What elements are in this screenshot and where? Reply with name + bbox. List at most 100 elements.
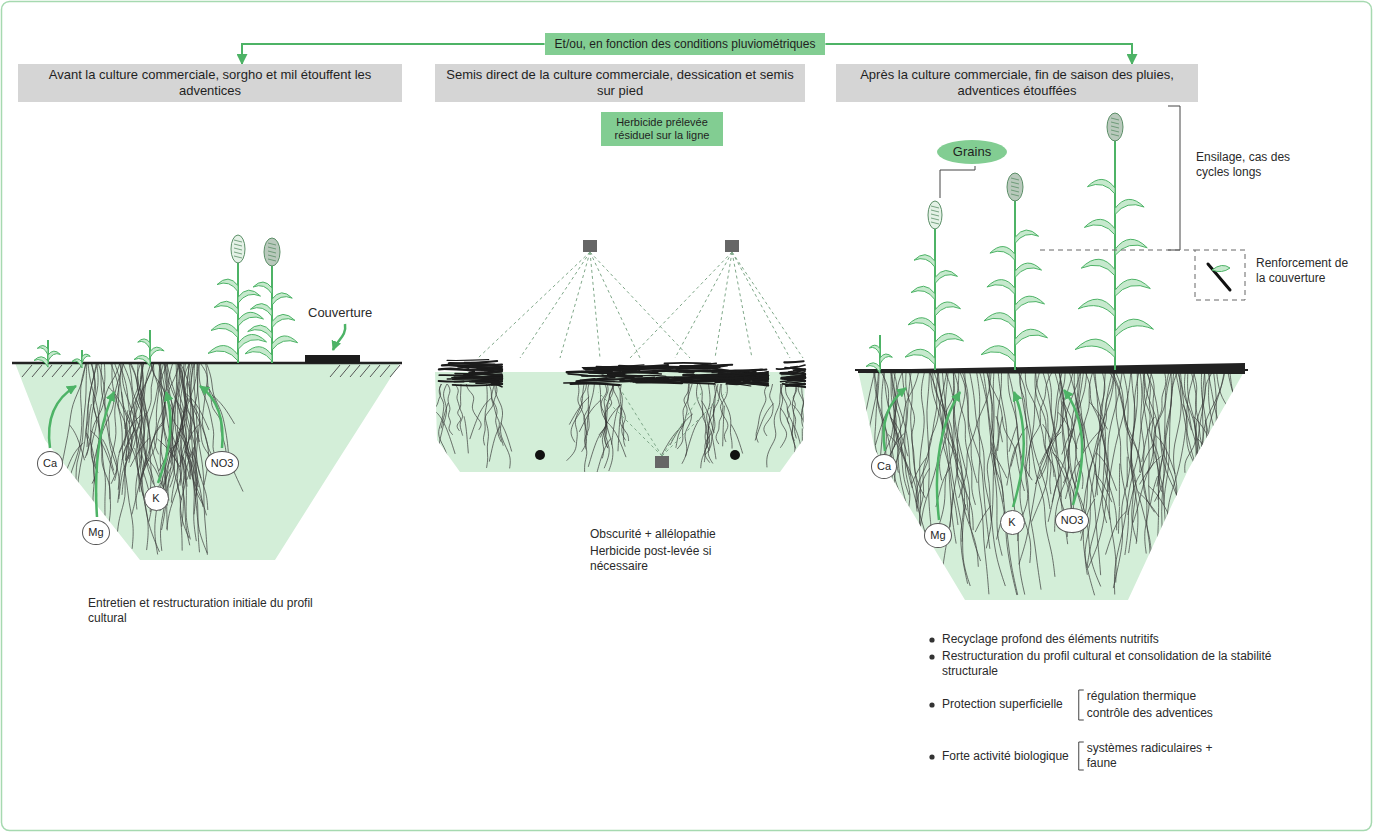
spray-line bbox=[590, 252, 690, 358]
nutrient-circle: NO3 bbox=[205, 451, 240, 476]
soil-profile bbox=[15, 363, 400, 560]
leaf bbox=[1081, 259, 1115, 276]
root bbox=[432, 384, 441, 425]
nutrient-uptake-arrow bbox=[884, 388, 906, 451]
straw bbox=[672, 377, 727, 379]
root bbox=[144, 424, 162, 466]
leaf bbox=[48, 351, 60, 361]
root bbox=[919, 372, 925, 550]
root bbox=[843, 372, 875, 524]
root bbox=[780, 408, 795, 448]
soil-profile bbox=[435, 372, 805, 472]
hatch-line bbox=[32, 365, 42, 377]
root bbox=[115, 363, 144, 477]
grain-head bbox=[1007, 173, 1023, 201]
root bbox=[670, 414, 693, 445]
annotation-label: régulation thermique bbox=[1087, 689, 1196, 704]
root bbox=[447, 384, 452, 435]
ground-hatch bbox=[22, 365, 82, 377]
leaf bbox=[987, 280, 1015, 295]
soil-profile bbox=[858, 370, 1245, 600]
straw bbox=[788, 378, 805, 380]
straw bbox=[740, 373, 768, 375]
annotation-label: Recyclage profond des éléments nutritifs bbox=[942, 632, 1159, 647]
node-text: Mg bbox=[930, 529, 945, 542]
leaf bbox=[238, 290, 261, 303]
root bbox=[50, 363, 85, 529]
nutrient-circle: Ca bbox=[871, 454, 897, 479]
straw bbox=[791, 365, 805, 367]
root bbox=[1180, 372, 1223, 558]
straw bbox=[781, 377, 805, 378]
grain-mark bbox=[234, 240, 242, 242]
bullet bbox=[929, 754, 934, 759]
straw bbox=[571, 383, 620, 385]
leaf bbox=[869, 345, 880, 354]
root bbox=[186, 393, 209, 430]
grain-mark bbox=[1011, 178, 1019, 180]
hatch-line bbox=[340, 365, 350, 377]
root bbox=[1119, 463, 1120, 506]
straw bbox=[447, 359, 489, 361]
hatch-line bbox=[370, 365, 380, 377]
leaf bbox=[1115, 279, 1150, 296]
ground-hatch bbox=[330, 365, 400, 377]
leaf bbox=[1084, 219, 1115, 235]
straw bbox=[782, 373, 805, 375]
straw bbox=[449, 363, 495, 364]
root-system bbox=[50, 363, 243, 555]
leaf bbox=[880, 354, 892, 364]
leaf bbox=[981, 346, 1015, 363]
root-system bbox=[567, 384, 629, 475]
root bbox=[180, 363, 184, 527]
root bbox=[862, 372, 884, 593]
root bbox=[111, 363, 144, 484]
straw bbox=[683, 375, 701, 377]
node-text: Herbicide prélevée résiduel sur la ligne bbox=[607, 116, 717, 142]
leaf bbox=[34, 357, 48, 367]
cover-arrow bbox=[333, 324, 345, 350]
nutrient-circle: Ca bbox=[37, 451, 63, 476]
leaf bbox=[272, 336, 298, 350]
root bbox=[584, 384, 589, 435]
root bbox=[193, 363, 197, 496]
straw bbox=[582, 374, 626, 376]
cut-leaf bbox=[1212, 265, 1230, 271]
leaf bbox=[245, 347, 272, 361]
grain-mark bbox=[268, 259, 276, 261]
seed-dot bbox=[730, 450, 740, 460]
flow-connector bbox=[242, 44, 545, 64]
root bbox=[902, 372, 910, 536]
herbicide-spray bbox=[478, 252, 690, 358]
root bbox=[199, 363, 216, 459]
root bbox=[483, 384, 496, 445]
grain-mark bbox=[1011, 194, 1019, 196]
text-box: Semis direct de la culture commerciale, … bbox=[435, 64, 805, 102]
grain-mark bbox=[268, 251, 276, 253]
node-text: K bbox=[152, 492, 159, 505]
root bbox=[780, 384, 794, 441]
root bbox=[122, 363, 148, 550]
nutrient-uptake-arrow bbox=[1013, 392, 1024, 507]
leaf bbox=[214, 301, 238, 315]
leaf bbox=[82, 354, 90, 363]
grain-mark bbox=[234, 252, 242, 254]
straw bbox=[756, 378, 768, 380]
root bbox=[439, 384, 448, 457]
annotation-label: Herbicide post-levée si nécessaire bbox=[590, 544, 714, 574]
root bbox=[596, 438, 611, 475]
leaf bbox=[250, 304, 272, 317]
leaf bbox=[1015, 329, 1048, 345]
leaf bbox=[208, 346, 238, 361]
leaf bbox=[37, 346, 48, 355]
root bbox=[85, 363, 120, 458]
spray-line bbox=[732, 252, 803, 358]
root-system bbox=[432, 384, 511, 468]
node-text: Ca bbox=[43, 457, 57, 470]
grain-mark bbox=[1111, 118, 1119, 120]
root bbox=[1062, 428, 1074, 454]
root bbox=[1096, 453, 1116, 491]
annotation-label: Forte activité biologique bbox=[942, 749, 1069, 764]
grain-head bbox=[264, 238, 280, 266]
spray-line bbox=[662, 392, 702, 456]
